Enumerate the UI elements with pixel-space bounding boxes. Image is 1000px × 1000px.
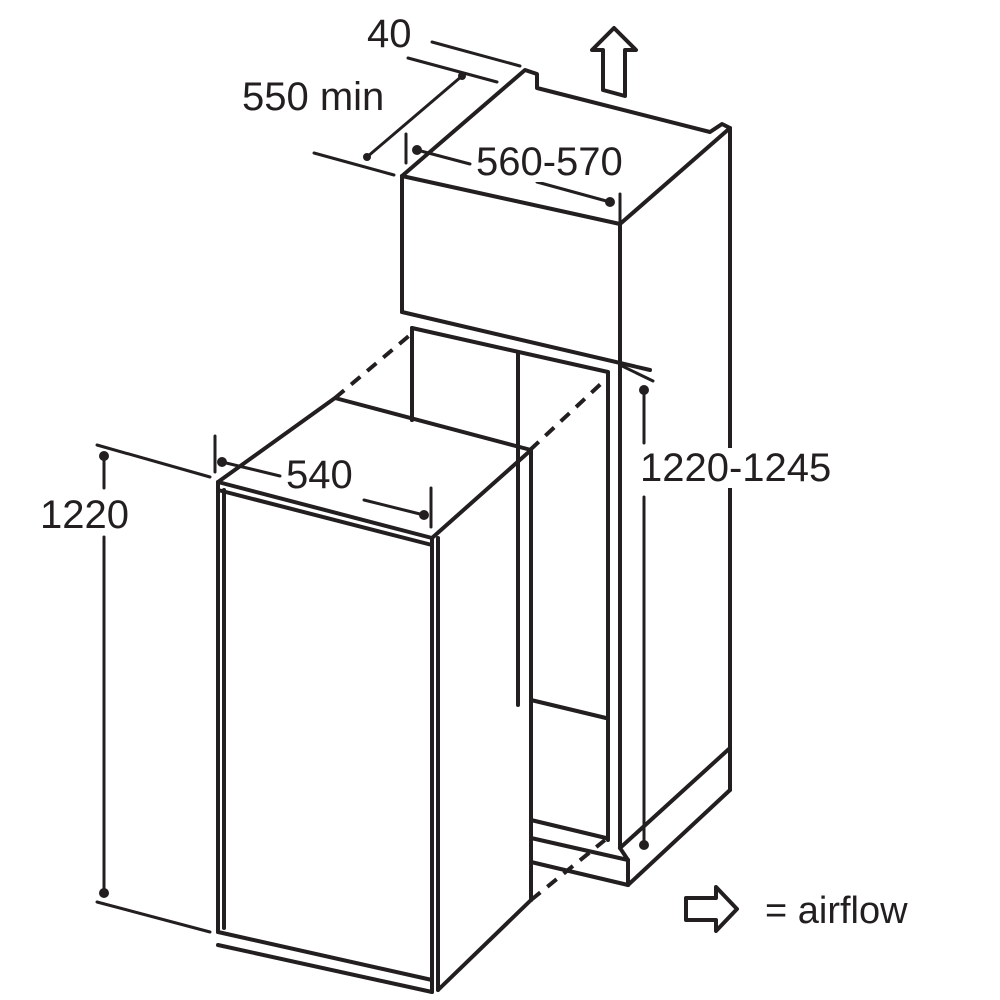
- dimension-label-560-570: 560-570: [474, 140, 625, 184]
- dimension-560-570: [404, 132, 622, 227]
- dimension-label-1220: 1220: [38, 493, 131, 537]
- dimension-1220-1245: [618, 363, 655, 850]
- dimension-label-540: 540: [284, 453, 355, 497]
- legend-airflow-arrow-icon: [684, 885, 739, 933]
- dimension-40: [406, 40, 522, 84]
- dimension-label-1220-1245: 1220-1245: [638, 446, 834, 490]
- dimension-550-min: [312, 72, 466, 177]
- airflow-up-arrow-icon: [590, 26, 638, 98]
- dimension-540: [213, 434, 433, 529]
- dimension-1220: [95, 443, 212, 934]
- legend-airflow-text: = airflow: [765, 890, 908, 932]
- appliance-body: [216, 396, 533, 994]
- dimension-label-550-min: 550 min: [240, 75, 387, 119]
- dimension-label-40: 40: [365, 12, 414, 56]
